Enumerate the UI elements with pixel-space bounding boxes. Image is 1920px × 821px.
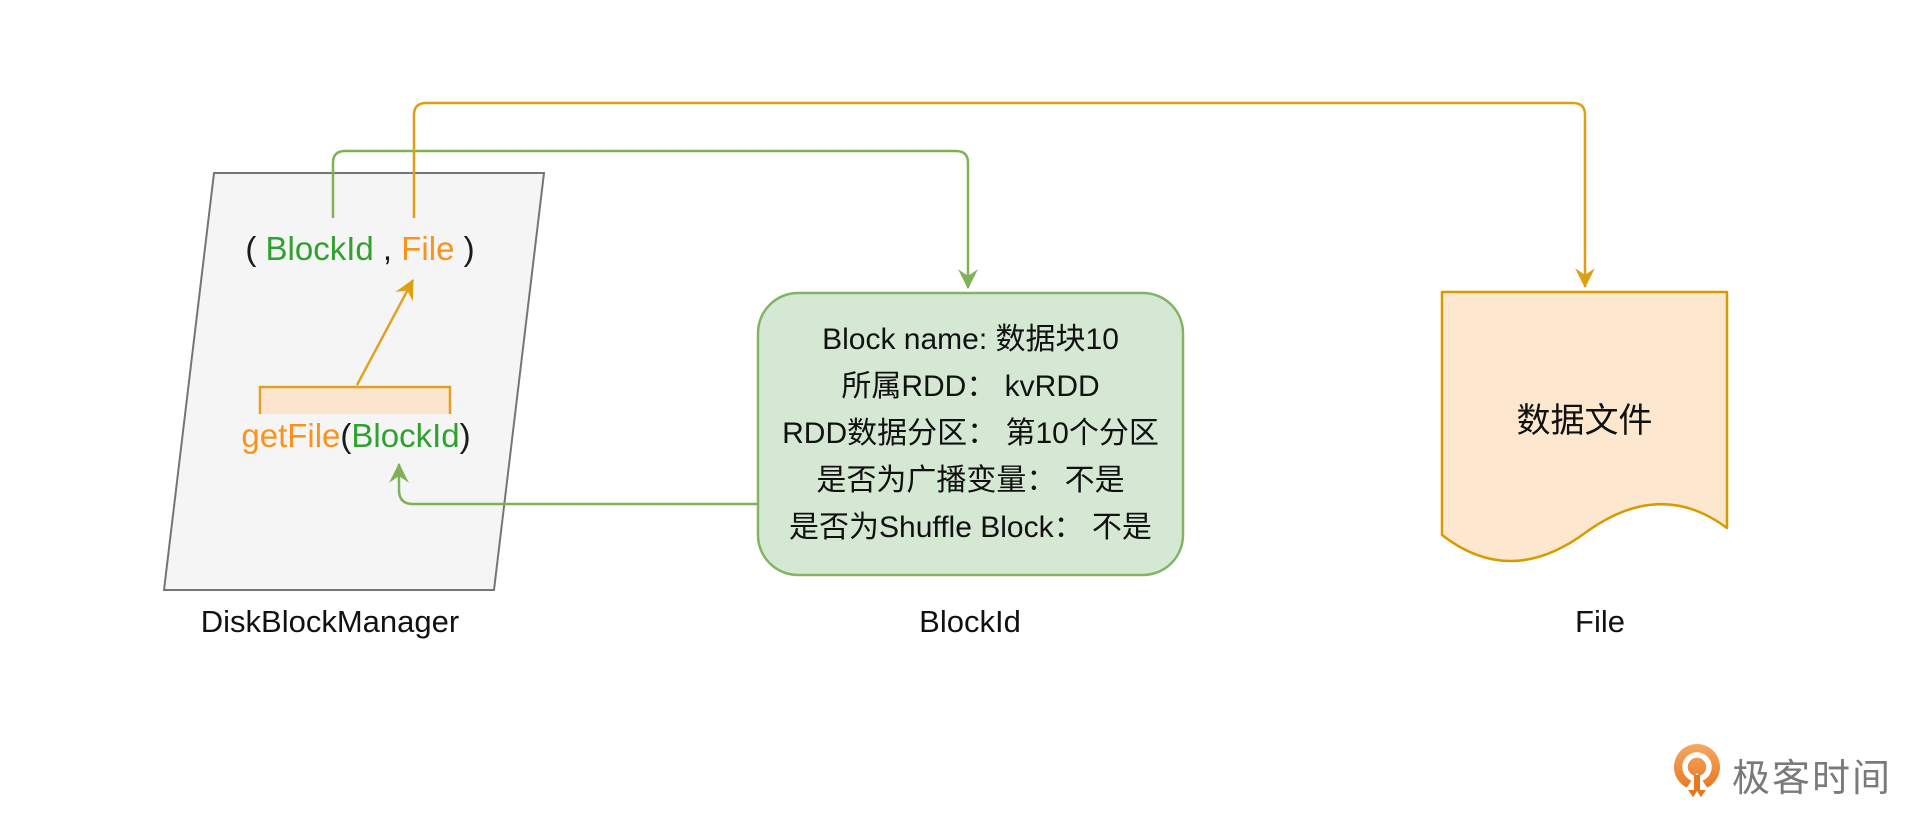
connector-blockid-to-box — [331, 149, 978, 290]
method-arg-blockid: BlockId — [351, 417, 460, 454]
blockid-line-broadcast: 是否为广播变量： 不是 — [816, 464, 1125, 497]
blockid-box-shape — [756, 291, 1185, 577]
blockid-box-content: Block name: 数据块10 所属RDD： kvRDD RDD数据分区： … — [758, 316, 1183, 551]
method-name: getFile — [241, 417, 341, 454]
blockid-line-block-name: Block name: 数据块10 — [822, 323, 1119, 356]
connector-box-to-getfile — [389, 462, 758, 506]
getfile-highlight-bar — [258, 385, 452, 414]
tuple-comma: , — [373, 230, 402, 267]
diskblockmanager-label: DiskBlockManager — [200, 604, 460, 639]
tuple-open-paren: ( — [245, 230, 266, 267]
diskblockmanager-shape — [162, 172, 546, 591]
blockid-label: BlockId — [919, 604, 1021, 639]
geektime-logo-icon — [1674, 744, 1720, 804]
file-document-shape — [1440, 290, 1729, 563]
blockid-line-shuffle: 是否为Shuffle Block： 不是 — [789, 511, 1152, 544]
method-open-paren: ( — [340, 417, 352, 454]
file-label: File — [1575, 604, 1625, 639]
connector-file-to-document — [412, 101, 1595, 289]
file-document-text: 数据文件 — [1516, 402, 1653, 440]
method-close-paren: ) — [459, 417, 471, 454]
getfile-method-text: getFile(BlockId) — [196, 417, 516, 455]
tuple-text: ( BlockId , File ) — [200, 230, 520, 268]
tuple-blockid: BlockId — [265, 230, 374, 267]
tuple-close-paren: ) — [454, 230, 475, 267]
blockid-line-owner-rdd: 所属RDD： kvRDD — [841, 370, 1100, 403]
tuple-file: File — [401, 230, 455, 267]
geektime-logo: 极客时间 — [1672, 742, 1892, 806]
blockid-line-partition: RDD数据分区： 第10个分区 — [782, 417, 1159, 450]
geektime-logo-text: 极客时间 — [1732, 757, 1893, 800]
arrow-getfile-to-file — [355, 279, 415, 386]
